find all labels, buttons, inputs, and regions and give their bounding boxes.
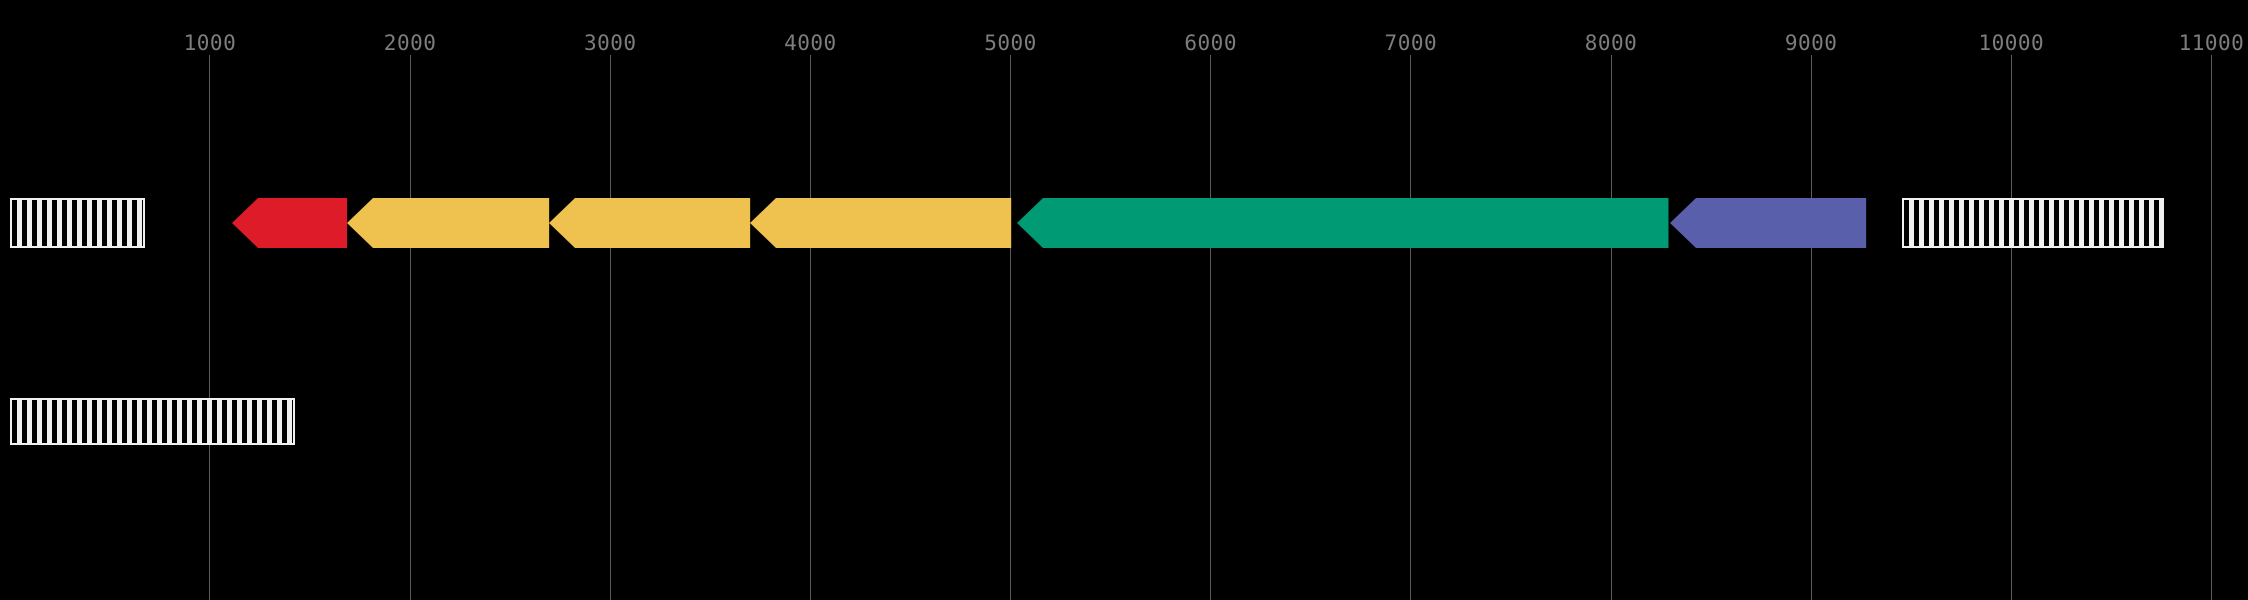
axis-tick-label: 8000 [1584,31,1638,55]
gridline [2010,55,2012,600]
hatch-pattern [1904,200,2163,246]
gene-arrow[interactable] [750,198,1012,248]
hatched-region[interactable] [1902,198,2165,248]
axis-tick-label: 4000 [784,31,837,55]
gridline [1810,55,1812,600]
axis-tick-label: 10000 [1978,31,2045,55]
gene-arrow[interactable] [1670,198,1867,248]
gene-arrow[interactable] [347,198,550,248]
hatched-region[interactable] [9,398,295,445]
arrow-shape [347,198,550,248]
axis-tick-label: 11000 [2178,31,2245,55]
gridline [1010,55,1012,600]
gene-arrow[interactable] [1016,198,1669,248]
gridline [1610,55,1612,600]
gene-arrow[interactable] [231,198,348,248]
hatch-pattern [11,200,143,246]
gene-arrow[interactable] [549,198,751,248]
gridline [209,55,211,600]
gridline [1410,55,1412,600]
arrow-shape [1016,198,1669,248]
axis-tick-label: 6000 [1184,31,1237,55]
gridline [409,55,411,600]
arrow-shape [231,198,348,248]
axis-tick-label: 1000 [183,31,237,55]
arrow-shape [750,198,1012,248]
gridline [2210,55,2212,600]
gridline [1210,55,1212,600]
hatch-pattern [11,400,293,443]
arrow-shape [1670,198,1867,248]
axis-tick-label: 7000 [1384,31,1438,55]
axis-tick-label: 2000 [383,31,437,55]
axis-tick-label: 9000 [1784,31,1838,55]
axis-tick-label: 3000 [583,31,637,55]
arrow-shape [549,198,751,248]
gridline [609,55,611,600]
hatched-region[interactable] [9,198,145,248]
axis-tick-label: 5000 [984,31,1037,55]
gridline [809,55,811,600]
